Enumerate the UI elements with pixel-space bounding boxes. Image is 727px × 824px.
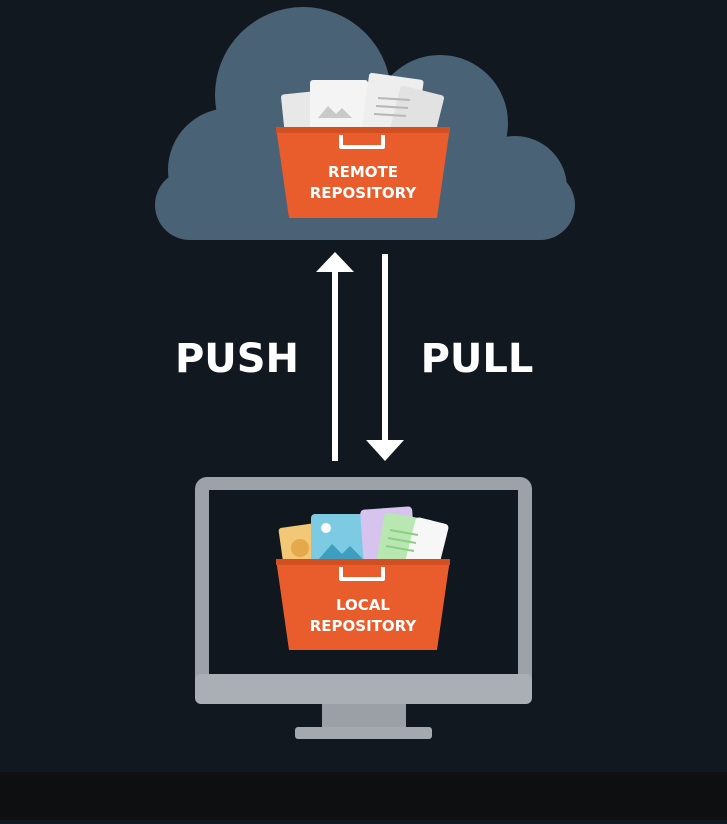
document-icon	[281, 72, 445, 140]
local-label-line1: LOCAL	[336, 596, 390, 614]
remote-label-line1: REMOTE	[328, 163, 398, 181]
local-repository: LOCAL REPOSITORY	[276, 506, 450, 650]
bottom-bar	[0, 772, 727, 820]
remote-label-line2: REPOSITORY	[310, 184, 418, 202]
pull-arrow	[366, 254, 404, 461]
local-label-line2: REPOSITORY	[310, 617, 418, 635]
push-arrow	[316, 252, 354, 461]
repository-box-icon	[276, 127, 450, 218]
push-label: PUSH	[175, 336, 299, 382]
repository-box-icon	[276, 559, 450, 650]
pull-label: PULL	[421, 336, 534, 382]
image-file-icon	[278, 506, 449, 572]
remote-repository: REMOTE REPOSITORY	[276, 72, 450, 218]
